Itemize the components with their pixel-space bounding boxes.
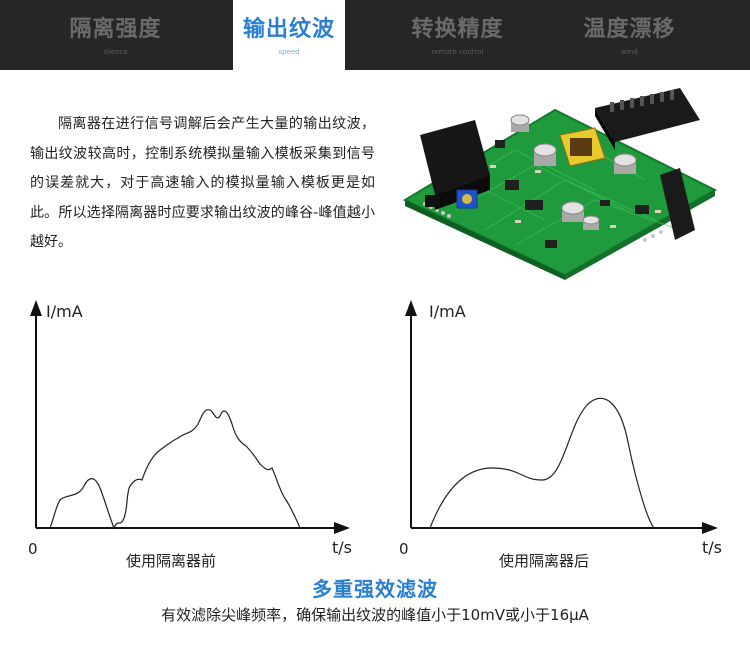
footer-title: 多重强效滤波 — [312, 577, 438, 601]
tab-output-ripple[interactable]: 输出纹波 speed — [233, 0, 345, 70]
ripple-waveform — [49, 409, 301, 530]
y-axis-arrow — [405, 300, 417, 316]
x-axis-arrow — [702, 522, 718, 534]
tab-title: 输出纹波 — [242, 17, 335, 42]
chart-after-svg — [405, 300, 718, 534]
tab-subtitle: wind — [621, 48, 638, 56]
tab-title: 温度漂移 — [583, 17, 676, 42]
y-axis-label: I/mA — [429, 302, 466, 321]
tab-title: 隔离强度 — [69, 17, 162, 42]
tab-subtitle: remote control — [431, 48, 484, 56]
x-axis-arrow — [334, 522, 350, 534]
footer-subtitle: 有效滤除尖峰频率，确保输出纹波的峰值小于10mV或小于16μA — [161, 606, 589, 624]
circuit-board-image — [395, 80, 725, 280]
x-axis-label: t/s — [702, 538, 722, 557]
chart-before-isolator: I/mA t/s 0 使用隔离器前 — [20, 292, 360, 582]
tab-conversion-accuracy[interactable]: 转换精度 remote control — [370, 0, 545, 70]
origin-label: 0 — [28, 540, 38, 558]
tab-bar: 隔离强度 silence 输出纹波 speed 转换精度 remote cont… — [0, 0, 750, 70]
chart-after-isolator: I/mA t/s 0 使用隔离器后 — [392, 292, 732, 582]
chart-before-svg — [30, 300, 350, 534]
tab-title: 转换精度 — [411, 17, 504, 42]
chart-caption: 使用隔离器后 — [499, 552, 590, 570]
x-axis-label: t/s — [332, 538, 352, 557]
tab-subtitle: speed — [278, 48, 300, 56]
tab-isolation-strength[interactable]: 隔离强度 silence — [28, 0, 203, 70]
intro-paragraph: 隔离器在进行信号调解后会产生大量的输出纹波，输出纹波较高时，控制系统模拟量输入模… — [30, 116, 375, 250]
tab-temperature-drift[interactable]: 温度漂移 wind — [542, 0, 717, 70]
tab-subtitle: silence — [103, 48, 128, 56]
y-axis-label: I/mA — [46, 302, 83, 321]
y-axis-arrow — [30, 300, 42, 316]
smooth-waveform — [429, 397, 655, 529]
chart-caption: 使用隔离器前 — [126, 552, 217, 570]
origin-label: 0 — [399, 540, 409, 558]
